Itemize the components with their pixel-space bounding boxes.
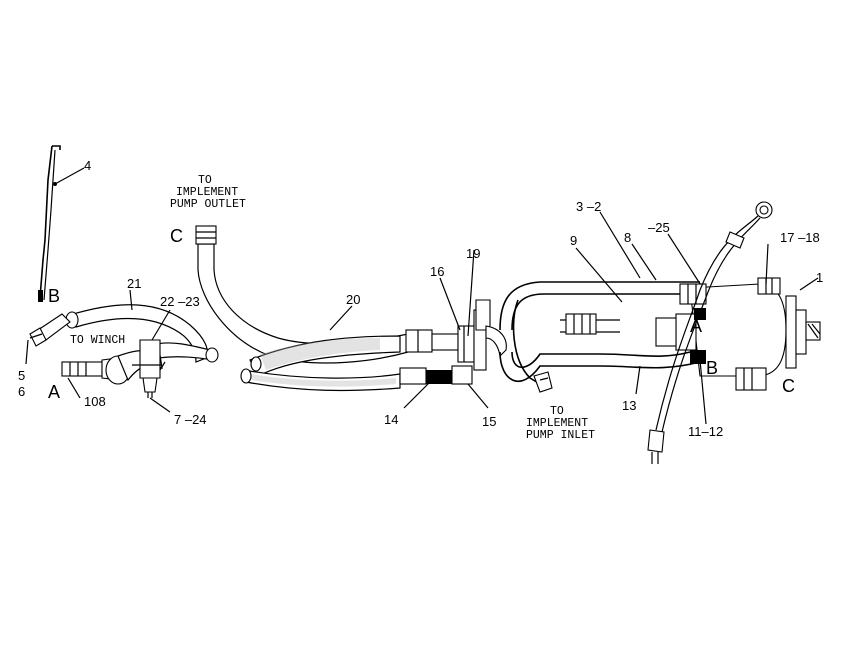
part-label-25: –25 xyxy=(648,220,670,235)
connection-letter-c-pump: C xyxy=(782,376,795,396)
part-label-15: 15 xyxy=(482,414,496,429)
connection-letter-a-left: A xyxy=(48,382,60,402)
part-label-4: 4 xyxy=(84,158,91,173)
part-label-1: 1 xyxy=(816,270,823,285)
part-label-11-12: 11–12 xyxy=(688,424,723,439)
part-label-22-23: 22 –23 xyxy=(160,294,200,309)
connection-letter-b-pump: B xyxy=(706,358,718,378)
connection-letter-a-pump: A xyxy=(690,316,702,336)
part-label-20: 20 xyxy=(346,292,360,307)
part-label-19: 19 xyxy=(466,246,480,261)
part-label-108: 108 xyxy=(84,394,106,409)
part-label-16: 16 xyxy=(430,264,444,279)
dipstick-rod xyxy=(38,145,85,302)
pump-body xyxy=(655,243,821,425)
connection-letter-b-left: B xyxy=(48,286,60,306)
outlet-note-line2: IMPLEMENT xyxy=(176,186,238,199)
inlet-note-line2: IMPLEMENT xyxy=(526,417,588,430)
part-label-9: 9 xyxy=(570,233,577,248)
sensor-cable xyxy=(647,201,773,464)
part-label-14: 14 xyxy=(384,412,398,427)
winch-fittings xyxy=(61,339,166,398)
left-leaders xyxy=(25,289,171,413)
outlet-hose-20 xyxy=(195,225,409,392)
part-label-13: 13 xyxy=(622,398,636,413)
inlet-note-line3: PUMP INLET xyxy=(526,429,595,442)
outlet-note-line3: PUMP OUTLET xyxy=(170,198,246,211)
part-label-8: 8 xyxy=(624,230,631,245)
part-label-6: 6 xyxy=(18,384,25,399)
part-label-21: 21 xyxy=(127,276,141,291)
valve-block xyxy=(399,249,507,409)
connection-letter-c-top: C xyxy=(170,226,183,246)
part-label-5: 5 xyxy=(18,368,25,383)
pump-lines xyxy=(499,211,705,395)
part-label-3-2: 3 –2 xyxy=(576,199,601,214)
outlet-note-line1: TO xyxy=(198,174,212,187)
inlet-note-line1: TO xyxy=(550,405,564,418)
winch-note: TO WINCH xyxy=(70,334,125,347)
part-label-17-18: 17 –18 xyxy=(780,230,820,245)
part-label-7-24: 7 –24 xyxy=(174,412,207,427)
winch-hose-21 xyxy=(29,304,219,363)
